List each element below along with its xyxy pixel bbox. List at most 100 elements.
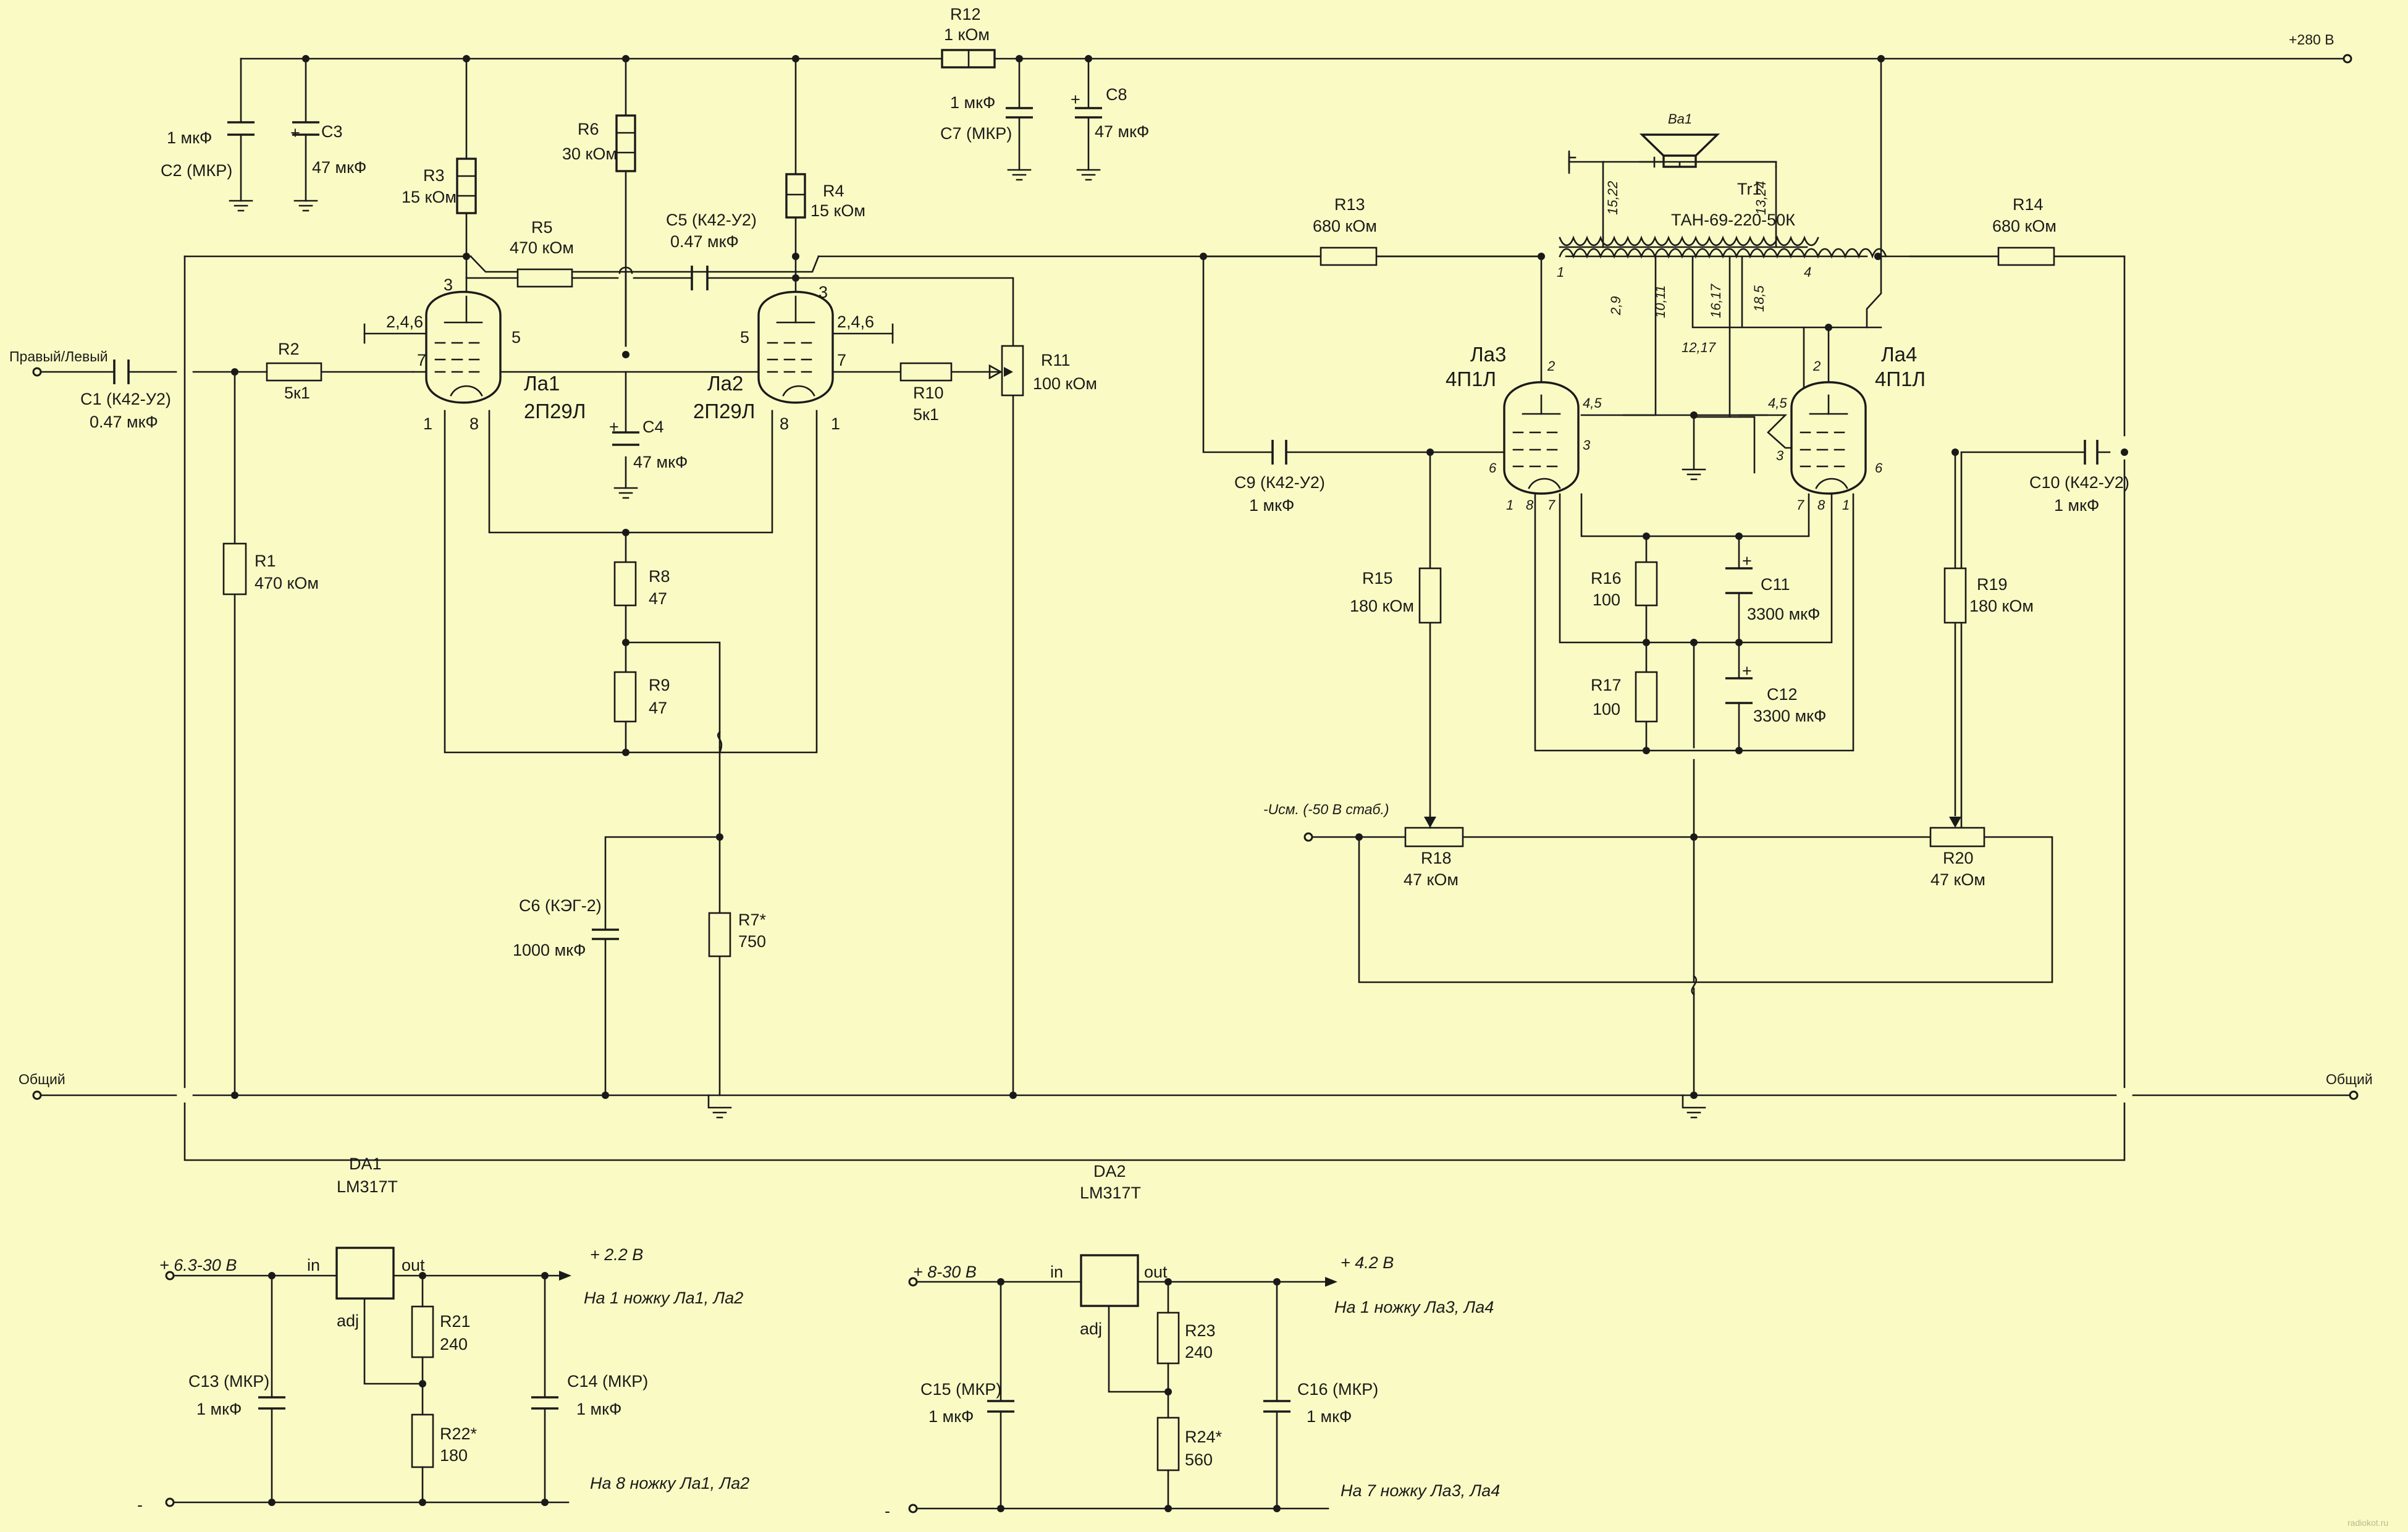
pin-la3-1: 1 [1506, 497, 1513, 513]
pin-la2-246: 2,4,6 [837, 313, 874, 331]
label-r23-val: 240 [1185, 1343, 1213, 1362]
pin-la3-8: 8 [1526, 497, 1534, 513]
resistor-r15 [1418, 567, 1442, 624]
label-c10-val: 1 мкФ [2054, 496, 2099, 515]
label-c5-val: 0.47 мкФ [670, 232, 739, 251]
terminals [32, 54, 2359, 1513]
label-c7-ref: C7 (МКР) [940, 124, 1012, 143]
label-da1-chip: LM317T [337, 1177, 398, 1196]
label-r20-val: 47 кОм [1930, 870, 1985, 889]
label-r22-ref: R22* [440, 1425, 478, 1443]
label-la2-type: 2П29Л [693, 400, 755, 423]
label-plus280: +280 В [2289, 32, 2334, 48]
capacitor-c3: + [290, 121, 319, 142]
svg-text:+: + [609, 418, 619, 436]
label-r9-ref: R9 [649, 676, 670, 694]
transformer-tr1 [1559, 235, 1887, 259]
label-da1-minus: - [137, 1496, 143, 1514]
speaker-ba1 [1639, 133, 1777, 168]
ground-symbols [229, 150, 1706, 1119]
capacitor-c4: + [609, 418, 639, 446]
label-r9-val: 47 [649, 699, 667, 717]
watermark: radiokot.ru [2347, 1518, 2388, 1528]
label-r10-val: 5к1 [913, 405, 939, 424]
label-r17-ref: R17 [1591, 676, 1622, 694]
pin-la1-246: 2,4,6 [386, 313, 423, 331]
label-c1-val: 0.47 мкФ [90, 413, 158, 431]
label-r12-ref: R12 [950, 5, 981, 23]
label-da1-out: out [402, 1256, 425, 1274]
junctions [231, 55, 2128, 1512]
resistor-r22 [411, 1413, 434, 1468]
pin-la1-8: 8 [469, 415, 479, 433]
label-c9-ref: C9 (К42-У2) [1234, 473, 1325, 492]
label-c6-val: 1000 мкФ [513, 941, 586, 959]
label-r7-ref: R7* [738, 911, 767, 929]
resistor-r17 [1635, 671, 1658, 723]
wires [36, 57, 2355, 1161]
label-r19-ref: R19 [1977, 575, 2008, 594]
resistor-r5 [516, 268, 573, 288]
resistor-r14 [1997, 246, 2055, 266]
label-la4-ref: Ла4 [1881, 343, 1917, 366]
label-da1-ref: DA1 [349, 1155, 382, 1173]
pin-la3-6: 6 [1489, 460, 1497, 476]
arrows [559, 367, 1337, 1287]
resistor-r7 [708, 912, 731, 958]
tube-la3 [1503, 381, 1580, 495]
capacitor-c2 [227, 121, 255, 136]
resistor-r2 [266, 362, 322, 382]
label-speaker: Ва1 [1668, 111, 1692, 127]
label-da1-vin: + 6.3-30 В [159, 1256, 237, 1274]
label-r18-val: 47 кОм [1404, 870, 1459, 889]
label-da2-adj: adj [1080, 1319, 1102, 1338]
pin-la1-3: 3 [444, 276, 453, 294]
capacitor-c14 [531, 1396, 558, 1410]
pin-la1-5: 5 [511, 328, 521, 347]
label-c12-ref: C12 [1767, 685, 1798, 704]
resistor-r4 [785, 173, 806, 219]
tap-185: 18,5 [1751, 285, 1767, 312]
pin-la2-1: 1 [831, 415, 840, 433]
label-da1-note-top: На 1 ножку Ла1, Ла2 [584, 1289, 743, 1307]
label-c4-val: 47 мкФ [633, 453, 688, 471]
regulator-wires [169, 1274, 1336, 1510]
label-r18-ref: R18 [1421, 849, 1452, 867]
svg-text:+: + [1071, 90, 1080, 109]
label-c7-val: 1 мкФ [950, 93, 995, 112]
capacitor-c8: + [1071, 90, 1102, 119]
components: + + + + + [113, 49, 2099, 1510]
label-r19-val: 180 кОм [1969, 597, 2034, 615]
pin-la4-6: 6 [1875, 460, 1883, 476]
label-r20-ref: R20 [1943, 849, 1974, 867]
capacitor-c10 [2084, 440, 2099, 465]
label-r15-val: 180 кОм [1350, 597, 1414, 615]
capacitor-c12: + [1725, 662, 1753, 704]
resistor-r18 [1404, 827, 1464, 848]
label-c16-ref: C16 (МКР) [1297, 1380, 1378, 1399]
label-r7-val: 750 [738, 932, 766, 951]
label-r22-val: 180 [440, 1446, 468, 1465]
labels: +280 В Правый/Левый Общий Общий -Uсм. (-… [9, 5, 2388, 1528]
resistor-r23 [1156, 1311, 1180, 1365]
label-c9-val: 1 мкФ [1249, 496, 1294, 515]
capacitor-c5 [691, 266, 709, 290]
label-tr1-ref: Tr1 [1737, 180, 1762, 198]
label-r8-ref: R8 [649, 567, 670, 586]
resistor-r16 [1635, 561, 1658, 607]
label-r4-ref: R4 [823, 182, 844, 200]
resistor-r19 [1943, 567, 1967, 624]
label-r6-val: 30 кОм [562, 145, 617, 163]
label-c8-val: 47 мкФ [1095, 122, 1149, 141]
regulator-da2 [1080, 1254, 1139, 1307]
tube-la4 [1790, 381, 1867, 495]
label-r21-ref: R21 [440, 1312, 471, 1331]
label-da2-minus: - [885, 1502, 890, 1520]
label-r15-ref: R15 [1362, 569, 1393, 587]
label-r3-val: 15 кОм [402, 188, 457, 206]
label-da2-note-bottom: На 7 ножку Ла3, Ла4 [1341, 1481, 1500, 1500]
capacitor-c6 [592, 928, 619, 940]
regulator-da1 [335, 1247, 395, 1300]
label-r10-ref: R10 [913, 384, 944, 402]
label-c14-val: 1 мкФ [576, 1400, 621, 1418]
